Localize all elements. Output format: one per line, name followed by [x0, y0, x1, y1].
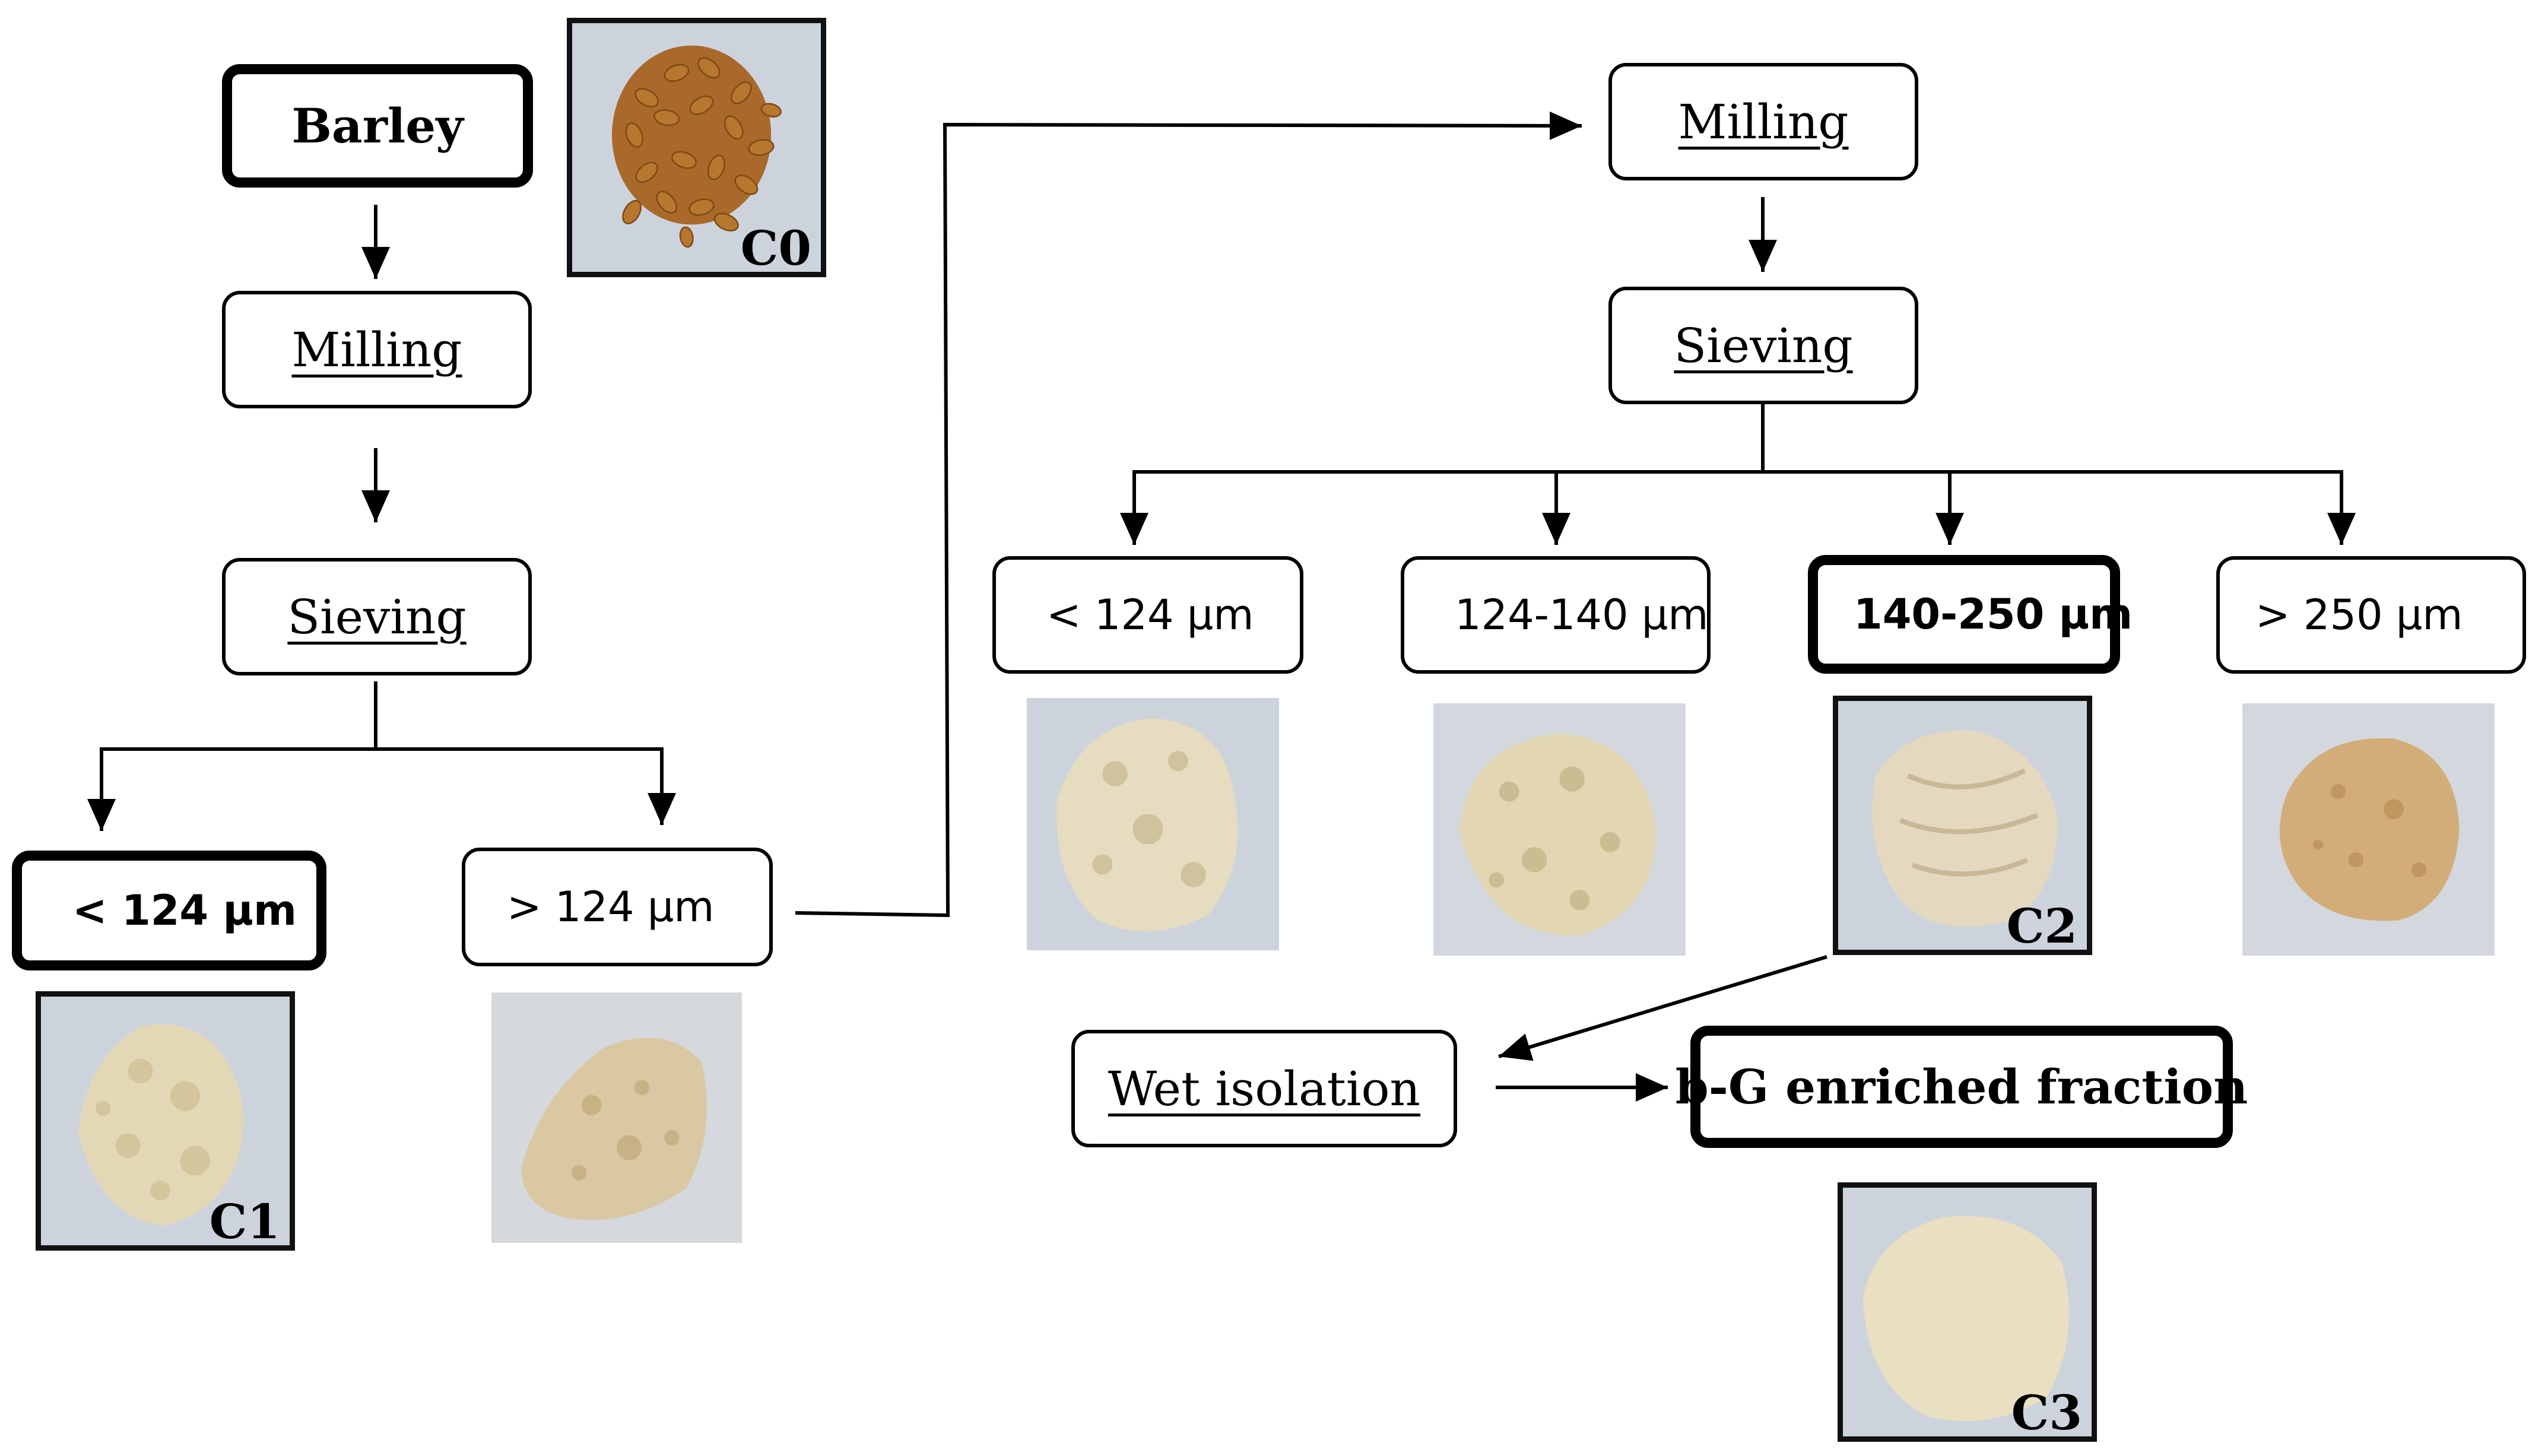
photo-124-140 [1433, 703, 1686, 956]
fraction-box-coarse-1: > 124 µm [462, 848, 773, 966]
wet-isolation-box: Wet isolation [1071, 1030, 1457, 1147]
sieving-box-2: Sieving [1608, 287, 1918, 404]
photo-coarse-fraction [491, 992, 742, 1243]
photo-code-c2: C2 [2006, 898, 2077, 954]
barley-grains-illustration [572, 23, 821, 272]
photo-code-c0: C0 [740, 220, 811, 276]
sieving-box-1: Sieving [222, 558, 532, 675]
124-140-flour-illustration [1433, 703, 1686, 956]
lt124-flour-illustration [1027, 698, 1279, 950]
milling-box-1: Milling [222, 291, 532, 408]
milling-label-1: Milling [291, 322, 462, 378]
wet-isolation-label: Wet isolation [1108, 1061, 1421, 1116]
photo-code-c1: C1 [209, 1194, 280, 1249]
photo-code-c3: C3 [2011, 1385, 2082, 1441]
gt250-flour-illustration [2242, 703, 2495, 956]
barley-box: Barley [222, 64, 533, 188]
coarse-flour-illustration [491, 992, 742, 1243]
fraction-box-lt124: < 124 µm [992, 556, 1303, 674]
photo-c2-140-250: C2 [1833, 696, 2092, 955]
fraction-label-gt250: > 250 µm [2255, 591, 2463, 639]
milling-box-2: Milling [1608, 63, 1918, 180]
bg-fraction-label: b-G enriched fraction [1675, 1059, 2248, 1115]
fraction-label-coarse-1: > 124 µm [507, 883, 715, 931]
fraction-box-124-140: 124-140 µm [1401, 556, 1711, 674]
photo-gt250 [2242, 703, 2495, 956]
fraction-label-fine-1: < 124 µm [72, 886, 297, 935]
sieving-label-1: Sieving [287, 589, 467, 645]
sieving-label-2: Sieving [1674, 318, 1853, 373]
photo-c3-bg-fraction: C3 [1838, 1182, 2097, 1442]
fraction-label-140-250: 140-250 µm [1854, 590, 2133, 639]
fine-flour-illustration [41, 997, 290, 1245]
fraction-label-124-140: 124-140 µm [1455, 591, 1709, 639]
fraction-label-lt124: < 124 µm [1046, 591, 1254, 639]
fraction-box-140-250: 140-250 µm [1808, 555, 2133, 674]
milling-label-2: Milling [1678, 94, 1849, 150]
arrow-coarse-to-milling [795, 111, 1582, 918]
bg-fraction-box: b-G enriched fraction [1676, 1026, 2248, 1148]
photo-lt124 [1027, 698, 1279, 950]
fraction-box-fine-1: < 124 µm [12, 851, 326, 970]
c3-powder-illustration [1843, 1188, 2092, 1436]
c2-flour-illustration [1838, 701, 2087, 950]
fraction-box-gt250: > 250 µm [2216, 556, 2526, 674]
photo-c0-barley-grains: C0 [567, 18, 826, 277]
photo-c1-fine-flour: C1 [36, 991, 295, 1251]
arrow-c2-to-wet-isolation [1498, 955, 1827, 1061]
barley-label: Barley [291, 98, 464, 154]
